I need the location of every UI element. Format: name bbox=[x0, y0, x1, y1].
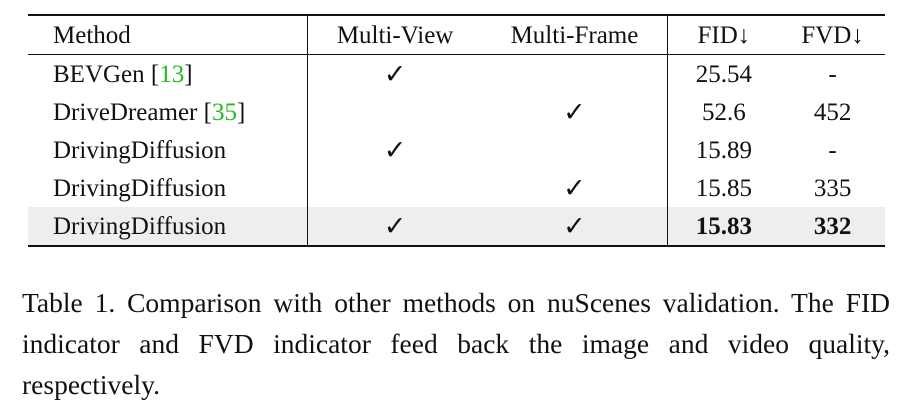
header-multi-frame: Multi-Frame bbox=[482, 15, 668, 55]
fvd-value: 452 bbox=[813, 98, 852, 126]
fid-value: 15.89 bbox=[695, 136, 753, 164]
table-caption: Table 1. Comparison with other methods o… bbox=[22, 287, 890, 400]
fvd-value: 335 bbox=[813, 174, 852, 202]
multi-view-check bbox=[307, 169, 482, 207]
table-row: DriveDreamer [35] ✓ 52.6 452 bbox=[28, 93, 885, 131]
multi-view-check: ✓ bbox=[307, 207, 483, 246]
fid-value: 25.54 bbox=[695, 60, 753, 88]
citation-link[interactable]: 35 bbox=[211, 98, 237, 126]
comparison-table: Method Multi-View Multi-Frame FID↓ FVD↓ … bbox=[28, 14, 885, 247]
multi-view-check: ✓ bbox=[383, 134, 407, 165]
method-cell: DrivingDiffusion bbox=[28, 207, 308, 246]
multi-frame-check bbox=[482, 131, 668, 169]
fid-value: 52.6 bbox=[702, 98, 746, 126]
method-cell: DrivingDiffusion bbox=[28, 131, 308, 169]
comparison-table-container: Method Multi-View Multi-Frame FID↓ FVD↓ … bbox=[28, 14, 885, 247]
multi-frame-check: ✓ bbox=[482, 207, 668, 246]
method-cell: DrivingDiffusion bbox=[28, 169, 308, 207]
multi-view-check: ✓ bbox=[383, 58, 407, 89]
method-cell: BEVGen [13] bbox=[28, 54, 308, 93]
table-row: BEVGen [13] ✓ 25.54 - bbox=[28, 54, 885, 93]
method-name: BEVGen bbox=[53, 60, 145, 88]
fvd-value: - bbox=[828, 136, 837, 164]
header-fid: FID↓ bbox=[697, 21, 751, 49]
fvd-value: - bbox=[828, 60, 837, 88]
method-cell: DriveDreamer [35] bbox=[28, 93, 308, 131]
header-multi-view: Multi-View bbox=[336, 21, 454, 49]
table-row-highlighted: DrivingDiffusion ✓ ✓ 15.83 332 bbox=[28, 207, 885, 246]
fvd-value-best: 332 bbox=[780, 207, 885, 246]
multi-frame-check bbox=[482, 54, 668, 93]
table-body: BEVGen [13] ✓ 25.54 - DriveDreamer [35] … bbox=[28, 54, 885, 246]
multi-frame-check: ✓ bbox=[482, 93, 668, 131]
citation-link[interactable]: 13 bbox=[159, 60, 185, 88]
table-row: DrivingDiffusion ✓ 15.85 335 bbox=[28, 169, 885, 207]
table-header: Method Multi-View Multi-Frame FID↓ FVD↓ bbox=[28, 15, 885, 55]
multi-view-check bbox=[307, 93, 482, 131]
header-row: Method Multi-View Multi-Frame FID↓ FVD↓ bbox=[28, 15, 885, 55]
multi-frame-check: ✓ bbox=[482, 169, 668, 207]
header-method: Method bbox=[28, 15, 308, 55]
fid-value: 15.85 bbox=[695, 174, 753, 202]
table-row: DrivingDiffusion ✓ 15.89 - bbox=[28, 131, 885, 169]
fid-value-best: 15.83 bbox=[667, 207, 781, 246]
method-name: DriveDreamer bbox=[53, 98, 198, 126]
header-fvd: FVD↓ bbox=[801, 21, 864, 49]
